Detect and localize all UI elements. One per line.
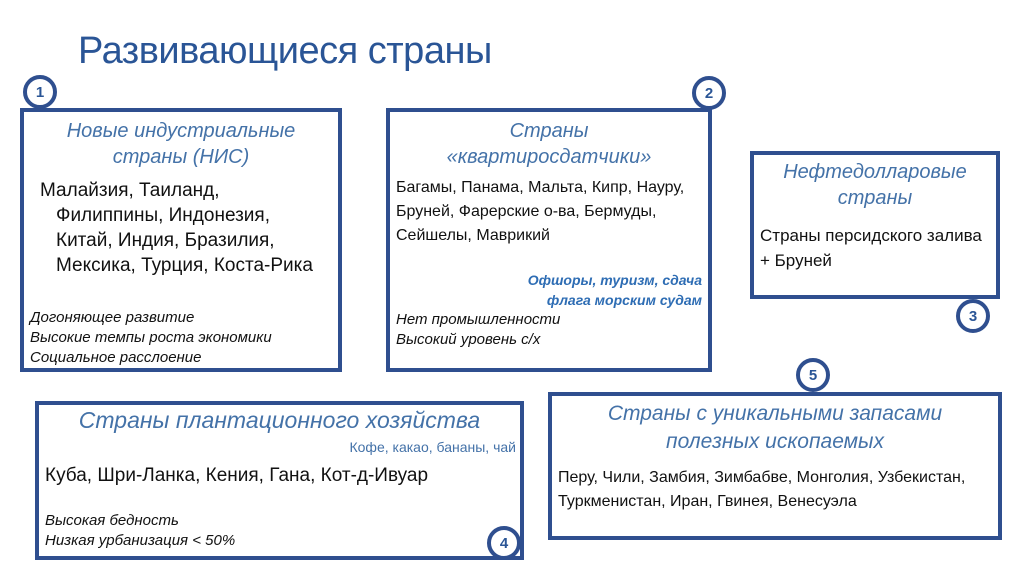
rentier-note: Нет промышленности xyxy=(396,311,561,328)
number-badge-5: 5 xyxy=(796,358,830,392)
plantation-heading: Страны плантационного хозяйства xyxy=(78,407,481,433)
rentier-heading: «квартиросдатчики» xyxy=(446,146,652,168)
nic-note: Догоняющее развитие xyxy=(30,309,195,326)
number-badge-3: 3 xyxy=(956,299,990,333)
minerals-heading: Страны с уникальными запасами полезных и… xyxy=(607,402,943,453)
minerals-countries: Перу, Чили, Замбия, Зимбабве, Монголия, … xyxy=(558,469,966,510)
nic-box: Новые индустриальные страны (НИС) Малайз… xyxy=(20,108,342,372)
number-badge-1: 1 xyxy=(23,75,57,109)
petrodollar-box: Нефтедолларовые страны Страны персидског… xyxy=(750,151,1000,299)
plantation-countries: Куба, Шри-Ланка, Кения, Гана, Кот-д-Ивуа… xyxy=(45,465,429,486)
rentier-countries: Багамы, Панама, Мальта, Кипр, Науру, Бру… xyxy=(396,179,685,244)
plantation-note: Низкая урбанизация < 50% xyxy=(45,532,236,549)
rentier-highlight: Офшоры, туризм, сдача флага морским суда… xyxy=(527,272,702,308)
petrodollar-heading: Нефтедолларовые страны xyxy=(783,161,967,209)
plantation-products: Кофе, какао, бананы, чай xyxy=(349,439,516,455)
page-title: Развивающиеся страны xyxy=(78,30,492,72)
rentier-note: Высокий уровень с/х xyxy=(396,331,541,348)
nic-note: Высокие темпы роста экономики xyxy=(30,329,272,346)
rentier-box: Страны «квартиросдатчики» Багамы, Панама… xyxy=(386,108,712,372)
nic-note: Социальное расслоение xyxy=(30,349,202,366)
plantation-note: Высокая бедность xyxy=(45,512,179,529)
number-badge-4: 4 xyxy=(487,526,521,560)
number-badge-2: 2 xyxy=(692,76,726,110)
minerals-box: Страны с уникальными запасами полезных и… xyxy=(548,392,1002,540)
nic-heading: Новые индустриальные страны (НИС) xyxy=(66,120,296,168)
rentier-heading: Страны xyxy=(509,120,589,142)
nic-countries: Малайзия, Таиланд, Филиппины, Индонезия,… xyxy=(40,180,313,276)
petrodollar-countries: Страны персидского залива + Бруней xyxy=(760,226,982,270)
plantation-box: Страны плантационного хозяйства Кофе, ка… xyxy=(35,401,524,560)
